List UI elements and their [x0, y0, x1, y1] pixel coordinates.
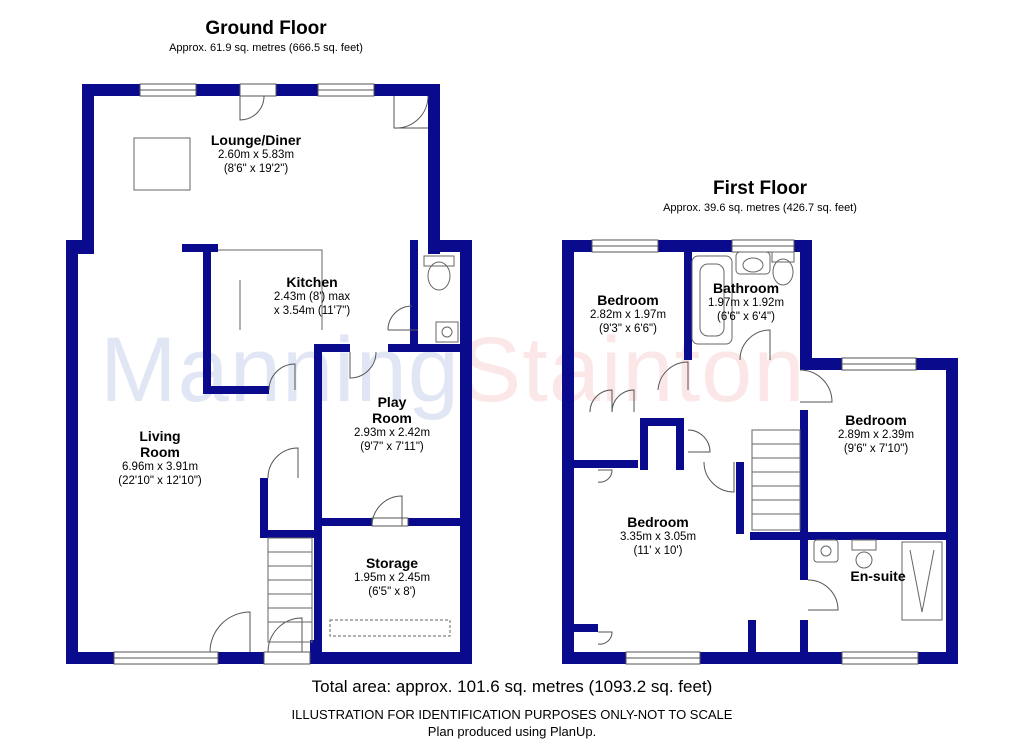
room-dimension-metric: 2.82m x 1.97m — [589, 309, 667, 321]
first-floor-fixtures — [691, 251, 943, 621]
disclaimer: ILLUSTRATION FOR IDENTIFICATION PURPOSES… — [291, 707, 733, 722]
room-name-line1: Living — [139, 428, 181, 444]
room-dimension-metric: 6.96m x 3.91m — [121, 461, 199, 473]
watermark-part2: Stainton — [459, 319, 806, 421]
room-living-room: Living Room 6.96m x 3.91m (22'10" x 12'1… — [100, 428, 220, 488]
room-dimension-metric: 2.89m x 2.39m — [837, 429, 915, 441]
room-dimension-metric: 2.93m x 2.42m — [353, 427, 431, 439]
room-name: Kitchen — [286, 274, 338, 290]
room-dimension-metric: 2.43m (8') max — [273, 291, 351, 303]
room-play-room: Play Room 2.93m x 2.42m (9'7" x 7'11") — [332, 394, 452, 454]
room-name: Bathroom — [712, 280, 780, 296]
room-dimension-imperial: x 3.54m (11'7") — [273, 305, 351, 317]
room-name: Bedroom — [845, 412, 907, 428]
plan-credit: Plan produced using PlanUp. — [427, 724, 597, 739]
room-name-line2: Room — [372, 410, 412, 426]
room-dimension-imperial: (9'7" x 7'11") — [360, 441, 424, 453]
first-floor-windows — [591, 239, 919, 665]
room-name: Lounge/Diner — [210, 132, 302, 148]
first-floor-area: Approx. 39.6 sq. metres (426.7 sq. feet) — [663, 202, 857, 214]
room-storage: Storage 1.95m x 2.45m (6'5" x 8') — [332, 555, 452, 599]
room-dimension-imperial: (6'5" x 8') — [368, 586, 416, 598]
room-lounge-diner: Lounge/Diner 2.60m x 5.83m (8'6" x 19'2"… — [190, 132, 322, 176]
room-dimension-imperial: (8'6" x 19'2") — [223, 163, 289, 175]
room-dimension-imperial: (22'10" x 12'10") — [118, 475, 202, 487]
room-dimension-imperial: (9'3" x 6'6") — [599, 323, 657, 335]
first-floor-doors — [589, 329, 839, 645]
room-en-suite: En-suite — [836, 568, 920, 584]
ground-floor-area: Approx. 61.9 sq. metres (666.5 sq. feet) — [169, 42, 363, 54]
room-bedroom-right: Bedroom 2.89m x 2.39m (9'6" x 7'10") — [818, 412, 934, 456]
first-floor-walls — [562, 240, 958, 664]
ground-floor-fixtures — [133, 137, 459, 643]
room-dimension-metric: 1.95m x 2.45m — [353, 572, 431, 584]
room-dimension-metric: 3.35m x 3.05m — [619, 531, 697, 543]
room-bedroom-main: Bedroom 3.35m x 3.05m (11' x 10') — [604, 514, 712, 558]
watermark-part1: Manning — [100, 319, 460, 421]
ground-floor-title: Ground Floor — [205, 18, 327, 39]
total-area: Total area: approx. 101.6 sq. metres (10… — [311, 677, 713, 696]
room-dimension-metric: 1.97m x 1.92m — [707, 297, 785, 309]
watermark: ManningStainton — [100, 318, 806, 423]
room-kitchen: Kitchen 2.43m (8') max x 3.54m (11'7") — [248, 274, 376, 318]
first-floor-title: First Floor — [713, 178, 807, 199]
room-dimension-metric: 2.60m x 5.83m — [217, 149, 295, 161]
room-name: En-suite — [850, 568, 906, 584]
room-name: Bedroom — [597, 292, 659, 308]
room-name-line1: Play — [377, 394, 407, 410]
room-name: Bedroom — [627, 514, 689, 530]
room-name: Storage — [365, 555, 419, 571]
room-dimension-imperial: (11' x 10') — [633, 545, 683, 557]
room-name-line2: Room — [140, 444, 180, 460]
room-dimension-imperial: (9'6" x 7'10") — [843, 443, 909, 455]
room-bedroom-top-left: Bedroom 2.82m x 1.97m (9'3" x 6'6") — [576, 292, 680, 336]
room-bathroom: Bathroom 1.97m x 1.92m (6'6" x 6'4") — [694, 280, 798, 324]
ground-floor-windows — [113, 83, 375, 665]
ground-floor-doors — [209, 83, 429, 665]
room-dimension-imperial: (6'6" x 6'4") — [717, 311, 775, 323]
